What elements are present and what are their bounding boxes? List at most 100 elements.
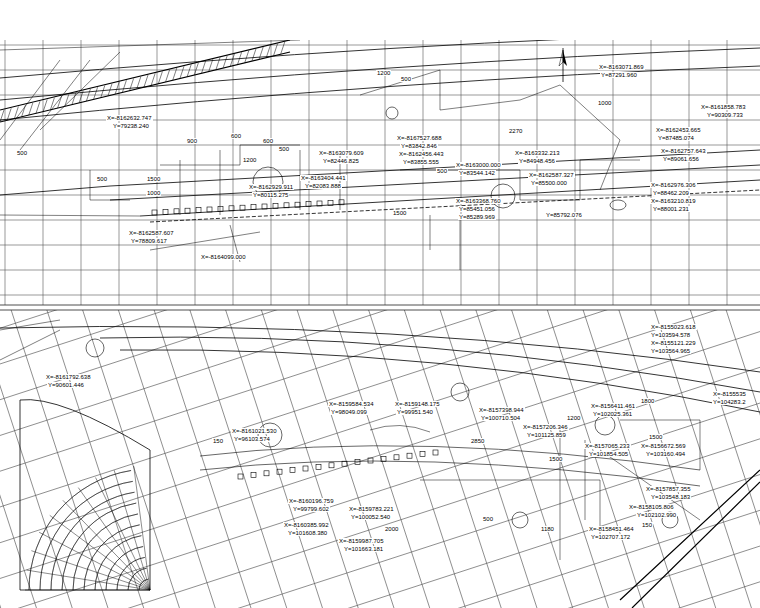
hatch-tick — [137, 77, 141, 89]
coordinate-label: X=-8162456.443 — [398, 151, 445, 157]
grid-line — [0, 145, 760, 146]
tree-symbol — [433, 450, 438, 455]
paving-ray — [96, 477, 150, 590]
coordinate-label: X=-8155023.618 — [650, 324, 697, 330]
coordinate-label: Y=83855.555 — [402, 159, 440, 165]
grid-line — [689, 40, 690, 305]
grid-line — [0, 310, 760, 477]
coordinate-label: X=-8157398.944 — [478, 407, 525, 413]
hatch-tick — [216, 58, 220, 70]
dimension-label: 1500 — [648, 434, 663, 440]
coordinate-label: X=-8163071.869 — [598, 64, 645, 70]
hatch-tick — [94, 87, 98, 99]
road-lines — [0, 40, 760, 270]
dimension-label: 600 — [230, 133, 242, 139]
coordinate-label: X=-8163404.441 — [300, 175, 347, 181]
dimension-label: 500 — [278, 146, 290, 152]
hatch-tick — [14, 107, 18, 119]
coordinate-label: Y=101125.859 — [526, 432, 567, 438]
dimension-label: 2000 — [384, 526, 399, 532]
panel-border — [0, 305, 760, 306]
coordinate-label: X=-8157065.233 — [584, 443, 631, 449]
grid-line — [195, 40, 196, 305]
north-arrow — [559, 48, 567, 82]
hatch-tick — [79, 91, 83, 103]
tree-symbol — [163, 209, 168, 214]
coordinate-label: X=-8160385.992 — [283, 522, 330, 528]
hatch-tick — [22, 105, 26, 117]
tree-symbol — [394, 455, 399, 460]
coordinate-label: X=-8162587.327 — [528, 172, 575, 178]
paving-ray — [39, 532, 150, 590]
coordinate-label: X=-8161858.783 — [700, 104, 747, 110]
hatch-tick — [29, 103, 33, 115]
tree-symbol — [251, 205, 256, 210]
grid-line — [0, 310, 760, 380]
grid-line — [290, 310, 599, 608]
grid-line — [5, 40, 6, 305]
grid-line — [0, 433, 760, 608]
tree-symbol — [174, 209, 179, 214]
grid-line — [678, 310, 760, 608]
tree-symbol — [152, 210, 157, 215]
coordinate-label: Y=99799.602 — [292, 506, 330, 512]
coordinate-label: X=-8159783.221 — [348, 506, 395, 512]
grid-line — [0, 245, 760, 246]
grid-line — [309, 40, 310, 305]
hatch-tick — [58, 96, 62, 108]
coordinate-label: Y=103564.965 — [650, 348, 691, 354]
tree-symbol — [407, 453, 412, 458]
grid-line — [651, 40, 652, 305]
hatch-tick — [86, 89, 90, 101]
grid-line — [0, 295, 760, 296]
grid-line — [161, 310, 470, 608]
hatch-tick — [223, 56, 227, 68]
coordinate-label: Y=88001.231 — [652, 206, 690, 212]
tree-symbol — [306, 202, 311, 207]
grid-line — [581, 310, 760, 608]
coordinate-label: X=-8155121.229 — [650, 340, 697, 346]
hatch-tick — [281, 42, 285, 54]
coordinate-label: X=-8162757.643 — [660, 148, 707, 154]
grid-line — [0, 310, 760, 542]
tree-symbol — [229, 206, 234, 211]
coordinate-label: Y=103160.494 — [645, 451, 686, 457]
tree-symbol — [368, 458, 373, 463]
tree-symbol — [240, 205, 245, 210]
paving-ray — [27, 570, 150, 590]
dimension-label: 600 — [262, 138, 274, 144]
hatch-tick — [0, 110, 4, 122]
survey-grid — [0, 40, 760, 305]
coordinate-label: X=-8159584.534 — [328, 401, 375, 407]
coordinate-label: X=-8163332.213 — [514, 150, 561, 156]
grid-line — [646, 310, 760, 608]
hatch-tick — [115, 82, 119, 94]
tree-row — [238, 450, 438, 479]
paving-ray — [25, 590, 150, 591]
dimension-label: 2270 — [508, 128, 523, 134]
grid-line — [0, 310, 760, 608]
hatch-tick — [187, 65, 191, 77]
coordinate-label: X=-8162632.747 — [106, 115, 153, 121]
hatch-tick — [245, 51, 249, 63]
coordinate-label: Y=99951.540 — [396, 409, 434, 415]
coordinate-label: Y=104283.2 — [712, 399, 747, 405]
coordinate-label: Y=87291.960 — [600, 72, 638, 78]
tree-symbol — [251, 472, 256, 477]
tree-symbol — [264, 471, 269, 476]
grid-line — [0, 310, 760, 608]
grid-line — [0, 530, 760, 608]
grid-line — [0, 336, 760, 608]
paving-ray — [31, 551, 150, 590]
tree-symbol — [420, 452, 425, 457]
coordinate-label: Y=89061.656 — [662, 156, 700, 162]
hatch-tick — [158, 72, 162, 84]
coordinate-label: X=-8156411.461 — [590, 403, 636, 409]
grid-line — [0, 170, 760, 171]
hatch-tick — [122, 80, 126, 92]
grid-line — [271, 40, 272, 305]
plaza-paving — [25, 466, 150, 590]
hatch-tick — [274, 44, 278, 56]
hatch-tick — [259, 47, 263, 59]
coordinate-label: Y=87485.074 — [657, 135, 695, 141]
